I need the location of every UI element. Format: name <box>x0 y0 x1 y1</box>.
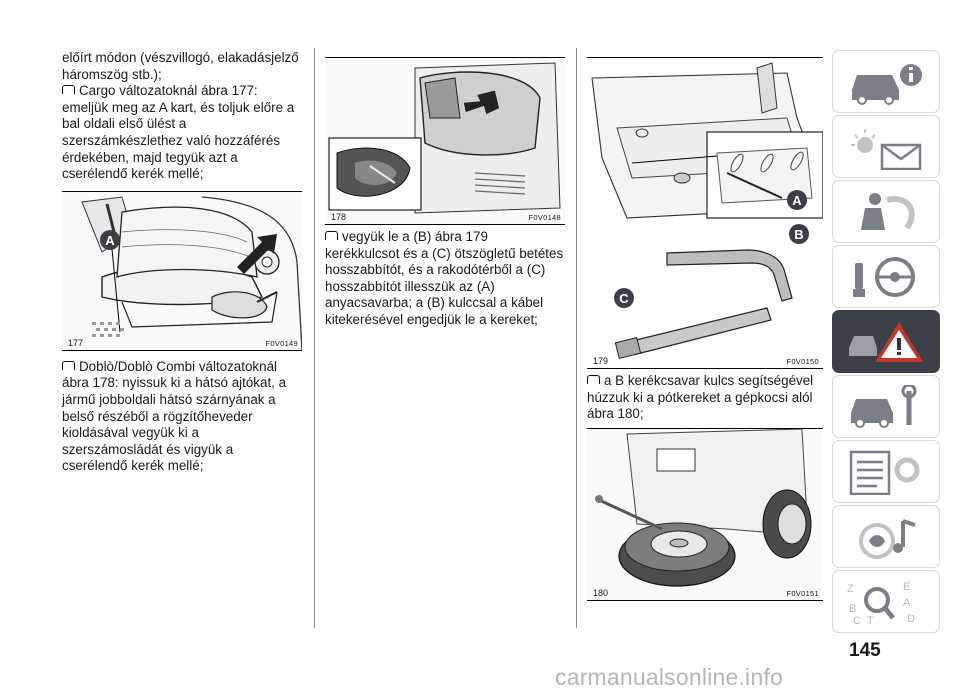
watermark: carmanualsonline.info <box>555 664 783 690</box>
instruction-spare-wheel-text: a B kerékcsavar kulcs segítségével húzzu… <box>587 373 814 422</box>
index-letter: B <box>849 603 856 615</box>
tab-safety[interactable] <box>832 180 940 243</box>
callout-a-marker <box>787 190 807 210</box>
figure-code: F0V0151 <box>786 588 819 598</box>
steering-key-icon <box>853 257 915 297</box>
emergency-icon <box>849 322 923 362</box>
tab-technical-data[interactable] <box>832 440 940 503</box>
page-number: 145 <box>849 640 881 661</box>
tab-car-info[interactable] <box>832 50 940 113</box>
bullet-icon <box>587 375 600 384</box>
index-letter: C <box>853 615 861 625</box>
column-divider <box>314 48 315 628</box>
callout-b-marker <box>789 224 809 244</box>
callout-a-label: A <box>792 193 802 208</box>
index-letter: T <box>867 615 874 625</box>
figure-code: F0V0148 <box>528 213 561 222</box>
instruction-cargo-text: Cargo változatoknál ábra 177: emeljük me… <box>62 83 295 182</box>
figure-code: F0V0149 <box>265 338 298 348</box>
callout-b-label: B <box>794 227 803 242</box>
car-info-icon <box>852 64 922 105</box>
callout-c-label: C <box>619 291 629 306</box>
bullet-icon <box>62 360 75 370</box>
figure-177: A 177 F0V0149 <box>62 190 302 351</box>
instruction-spare-wheel: a B kerékcsavar kulcs segítségével húzzu… <box>587 373 823 423</box>
callout-a-label: A <box>105 233 115 248</box>
bullet-icon <box>325 231 338 240</box>
tab-emergency[interactable] <box>832 310 940 373</box>
tab-multimedia[interactable] <box>832 505 940 568</box>
callout-c-marker <box>614 288 634 308</box>
wrench-illustration: A B C <box>587 58 823 368</box>
spare-wheel-illustration <box>587 428 823 600</box>
figure-179: A B C 179 F0V0150 <box>587 57 823 369</box>
tab-maintenance[interactable] <box>832 375 940 438</box>
instruction-wrench-text: vegyük le a (B) ábra 179 kerékkulcsot és… <box>325 229 564 327</box>
multimedia-icon <box>859 519 916 559</box>
figure-number: 180 <box>593 587 609 598</box>
index-letter: Z <box>847 583 854 595</box>
instruction-doblo: Doblò/Doblò Combi változatoknál ábra 178… <box>62 359 302 475</box>
index-letter: E <box>903 581 910 593</box>
figure-number: 179 <box>593 356 609 366</box>
column-3: A B C 179 F0V0150 a B kerékcsavar kulcs … <box>587 57 823 601</box>
column-divider <box>576 48 577 628</box>
bullet-icon <box>62 85 75 95</box>
chapter-sidebar: Z E B A C T D <box>832 50 940 633</box>
figure-180: 180 F0V0151 <box>587 427 823 601</box>
instruction-wrench: vegyük le a (B) ábra 179 kerékkulcsot és… <box>325 229 565 329</box>
column-1: előírt módon (vészvillogó, elakadásjelző… <box>62 50 302 475</box>
callout-a-marker <box>100 229 120 250</box>
tab-index[interactable]: Z E B A C T D <box>832 570 940 633</box>
index-icon: Z E B A C T D <box>847 581 915 625</box>
figure-number: 177 <box>68 337 84 348</box>
figure-number: 178 <box>331 212 347 222</box>
index-letter: A <box>903 597 911 609</box>
instruction-cargo: Cargo változatoknál ábra 177: emeljük me… <box>62 83 302 183</box>
intro-text: előírt módon (vészvillogó, elakadásjelző… <box>62 50 299 82</box>
figure-code: F0V0150 <box>786 357 819 366</box>
maintenance-icon <box>851 385 917 428</box>
seat-illustration: A <box>62 191 302 350</box>
index-letter: D <box>907 613 915 625</box>
tab-starting-driving[interactable] <box>832 245 940 308</box>
instruction-doblo-text: Doblò/Doblò Combi változatoknál ábra 178… <box>62 358 287 474</box>
figure-178: 178 F0V0148 <box>325 57 565 225</box>
safety-airbag-icon <box>861 193 915 230</box>
tab-dashboard[interactable] <box>832 115 940 178</box>
column-2: 178 F0V0148 vegyük le a (B) ábra 179 ker… <box>325 57 565 329</box>
toolbox-illustration <box>325 58 565 224</box>
technical-data-icon <box>849 450 920 495</box>
dashboard-warning-icon <box>851 129 922 170</box>
